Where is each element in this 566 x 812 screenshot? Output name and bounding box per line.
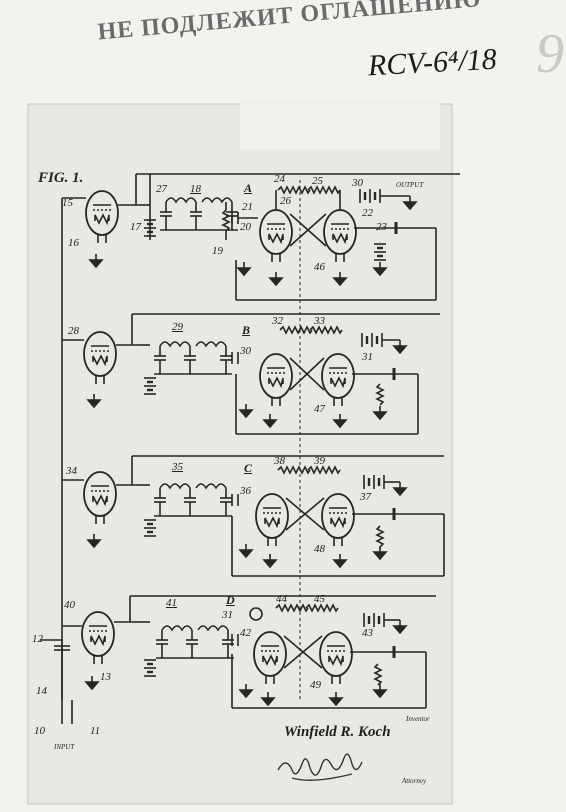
label-24: 24 [274,173,285,185]
label-36: 36 [240,485,251,497]
label-20: 20 [240,221,251,233]
label-39: 39 [314,455,325,467]
label-38: 38 [274,455,285,467]
label-17: 17 [130,221,141,233]
label-14: 14 [36,685,47,697]
label-18: 18 [190,183,201,195]
stage-b [62,313,440,435]
label-47: 47 [314,403,325,415]
label-12: 12 [32,633,43,645]
label-28: 28 [68,325,79,337]
label-50: 30 [352,177,363,189]
corner-mark: 9 [536,23,564,85]
label-42: 42 [240,627,251,639]
attorney-caption: Attorney [402,777,427,785]
label-37: 37 [360,491,371,503]
label-49: 49 [310,679,321,691]
stage-label-a: A [244,181,253,195]
label-19: 19 [212,245,223,257]
input-label: INPUT [54,743,75,751]
label-16: 16 [68,237,79,249]
label-35: 35 [172,461,183,473]
label-30: 30 [240,345,251,357]
figure-title: FIG. 1. [38,170,84,186]
label-32: 32 [272,315,283,327]
stage-label-c: C [244,461,253,475]
label-43: 43 [362,627,373,639]
handwritten-signature [277,753,363,781]
label-44: 44 [276,593,287,605]
label-22: 22 [362,207,373,219]
label-13: 13 [100,671,111,683]
diagram-sheet [27,103,453,805]
label-46: 46 [314,261,325,273]
output-label: OUTPUT [396,181,424,189]
stage-d [40,595,436,724]
label-31: 31 [362,351,373,363]
stage-a [62,173,460,301]
label-29: 29 [172,321,183,333]
label-26: 26 [280,195,291,207]
label-27: 27 [156,183,167,195]
stage-c [62,455,445,577]
label-40: 40 [64,599,75,611]
label-45: 45 [314,593,325,605]
label-41: 41 [166,597,177,609]
label-34: 34 [66,465,77,477]
label-48: 48 [314,543,325,555]
label-31-d: 31 [222,609,233,621]
label-10: 10 [34,725,45,737]
label-11: 11 [90,725,101,737]
label-15: 15 [62,197,73,209]
label-25: 25 [312,175,323,187]
stage-label-b: B [242,323,251,337]
inventor-caption: Inventor [406,715,430,723]
stage-label-d: D [226,593,235,607]
label-23: 23 [376,221,387,233]
label-33: 33 [314,315,325,327]
label-21: 21 [242,201,253,213]
inventor-name: Winfield R. Koch [284,724,391,740]
